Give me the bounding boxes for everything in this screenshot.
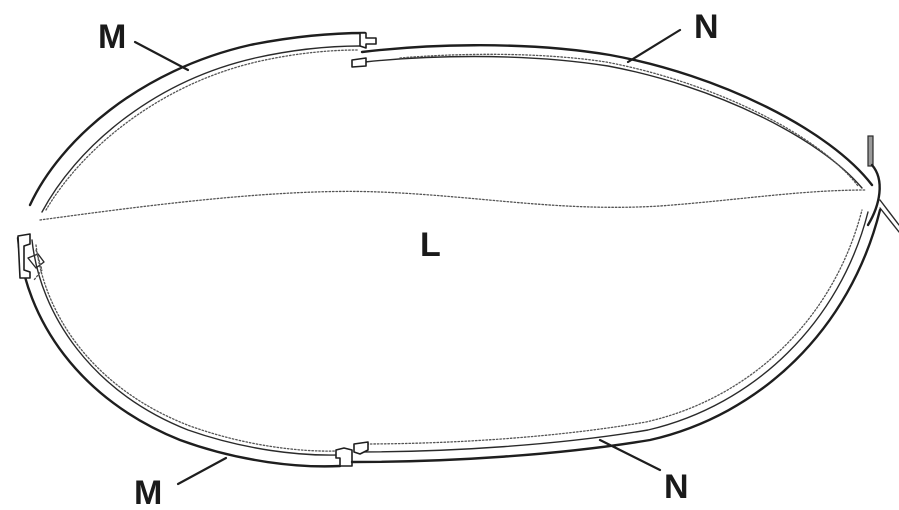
left-edge-notch — [17, 233, 31, 279]
upper-left-valve — [28, 31, 377, 213]
hinge-notch-bottom-left — [335, 447, 353, 467]
right-pin — [866, 135, 899, 233]
lower-left-valve — [16, 233, 353, 468]
hinge-notch-top-left — [359, 32, 377, 49]
leader-upper-left — [133, 40, 190, 72]
label-upper-right: N — [694, 8, 719, 46]
leader-lower-right — [598, 438, 662, 472]
label-upper-left: M — [98, 18, 126, 56]
lower-right-valve — [350, 208, 882, 464]
label-center: L — [420, 226, 441, 264]
leader-upper-right — [626, 28, 682, 64]
leader-lower-left — [176, 456, 228, 486]
label-lower-left: M — [134, 474, 162, 510]
pin-shaft — [867, 135, 874, 167]
central-line — [39, 189, 867, 221]
hinge-notch-top-right — [351, 57, 367, 68]
hinge-notch-bottom-right — [353, 441, 369, 455]
upper-right-valve — [351, 44, 874, 189]
label-lower-right: N — [664, 468, 689, 506]
